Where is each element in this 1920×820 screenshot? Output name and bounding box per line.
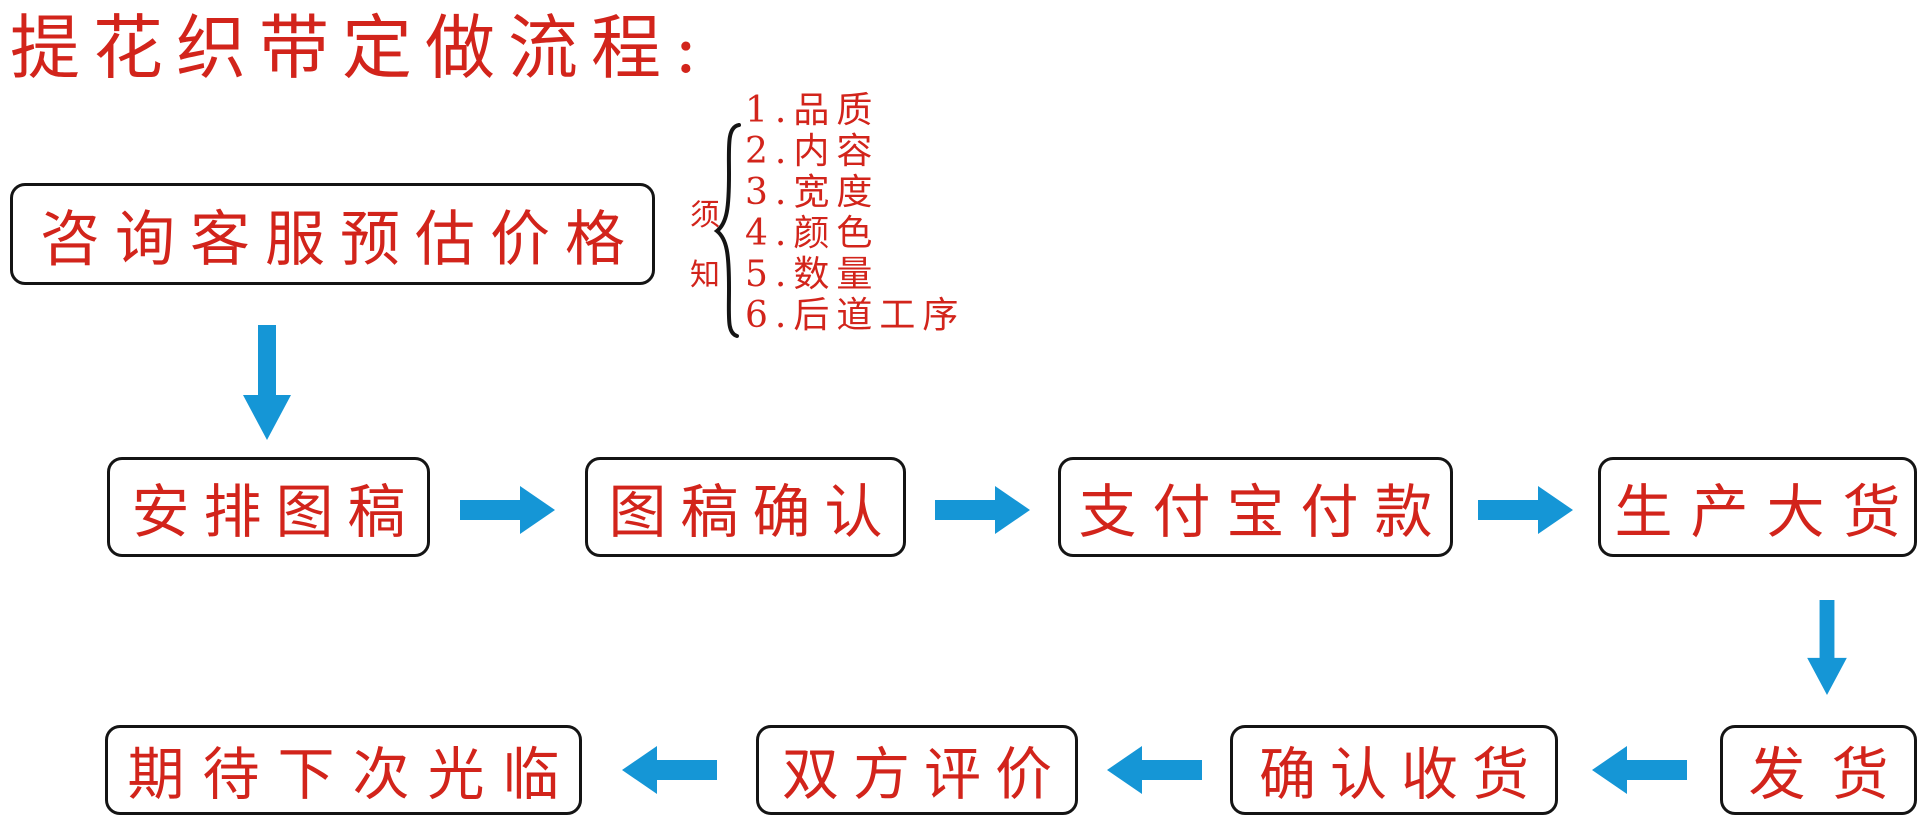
arrow-down-icon	[243, 325, 291, 440]
step-welcome-next-box: 期待下次光临	[105, 725, 582, 815]
notes-label-bottom: 知	[690, 258, 720, 293]
arrow-left-icon	[1592, 746, 1687, 794]
note-item: 1.品质	[745, 90, 880, 131]
arrow-right-icon	[935, 486, 1030, 534]
step-arrange-draft-box: 安排图稿	[107, 457, 430, 557]
page-title: 提花织带定做流程:	[10, 7, 711, 89]
step-confirm-receipt-box: 确认收货	[1230, 725, 1558, 815]
arrow-left-icon	[1107, 746, 1202, 794]
brace-icon	[712, 122, 742, 340]
step-confirm-draft-box: 图稿确认	[585, 457, 906, 557]
notes-list: 1.品质 2.内容 3.宽度 4.颜色 5.数量 6.后道工序	[745, 90, 965, 336]
notes-label-top: 须	[690, 198, 720, 233]
step-mass-production-box: 生产大货	[1598, 457, 1917, 557]
note-item: 3.宽度	[745, 172, 880, 213]
arrow-left-icon	[622, 746, 717, 794]
arrow-down-icon	[1806, 600, 1848, 695]
step-consult-box: 咨询客服预估价格	[10, 183, 655, 285]
note-item: 5.数量	[745, 254, 880, 295]
note-item: 6.后道工序	[745, 295, 966, 336]
note-item: 4.颜色	[745, 213, 880, 254]
arrow-right-icon	[1478, 486, 1573, 534]
arrow-right-icon	[460, 486, 555, 534]
step-mutual-review-box: 双方评价	[756, 725, 1078, 815]
step-alipay-payment-box: 支付宝付款	[1058, 457, 1453, 557]
step-ship-box: 发货	[1720, 725, 1917, 815]
note-item: 2.内容	[745, 131, 880, 172]
